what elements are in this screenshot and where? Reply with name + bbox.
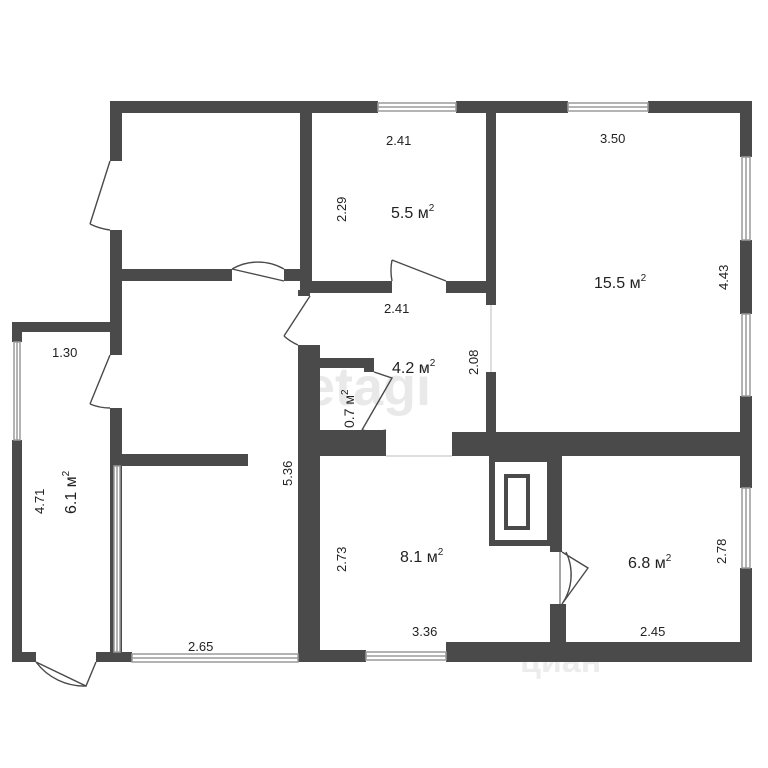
dimensions: 2.41 2.29 3.50 4.43 2.41 2.08 3.36 2.73 … (32, 131, 731, 654)
dim-corridor-width: 2.41 (384, 301, 409, 316)
door-hall-left (89, 354, 111, 409)
door-top-left-bottom (231, 261, 285, 282)
area-room-81: 8.1 м2 (400, 547, 444, 566)
dim-room-68-width: 2.45 (640, 624, 665, 639)
dim-hall-width: 2.65 (188, 639, 213, 654)
dim-room-155-width: 3.50 (600, 131, 625, 146)
dim-room-55-width: 2.41 (386, 133, 411, 148)
windows (13, 102, 751, 663)
walls (12, 101, 752, 662)
area-room-55: 5.5 м2 (391, 203, 435, 222)
door-wc (361, 371, 394, 432)
door-room-55 (390, 259, 447, 282)
area-wc: 0.7 м2 (340, 389, 357, 428)
door-veranda (35, 661, 97, 687)
dim-room-55-depth: 2.29 (334, 197, 349, 222)
openings (386, 305, 492, 457)
doors (35, 160, 590, 687)
area-corridor: 4.2 м2 (392, 358, 436, 377)
ventilation-shaft (489, 456, 553, 546)
door-corridor (283, 295, 311, 346)
dim-hall-depth: 5.36 (280, 461, 295, 486)
dim-room-68-depth: 2.78 (714, 539, 729, 564)
area-room-68: 6.8 м2 (628, 553, 672, 572)
dim-room-81-width: 3.36 (412, 624, 437, 639)
area-veranda: 6.1 м2 (61, 470, 80, 514)
dim-room-81-depth: 2.73 (334, 547, 349, 572)
dim-veranda-depth: 4.71 (32, 489, 47, 514)
dim-corridor-depth: 2.08 (466, 350, 481, 375)
door-room-68 (561, 551, 590, 605)
dim-room-155-depth: 4.43 (716, 265, 731, 290)
dim-veranda-width: 1.30 (52, 345, 77, 360)
room-areas: 5.5 м2 15.5 м2 4.2 м2 0.7 м2 8.1 м2 6.8 … (61, 203, 672, 572)
door-top-left-room (89, 160, 111, 231)
area-room-155: 15.5 м2 (594, 273, 647, 292)
